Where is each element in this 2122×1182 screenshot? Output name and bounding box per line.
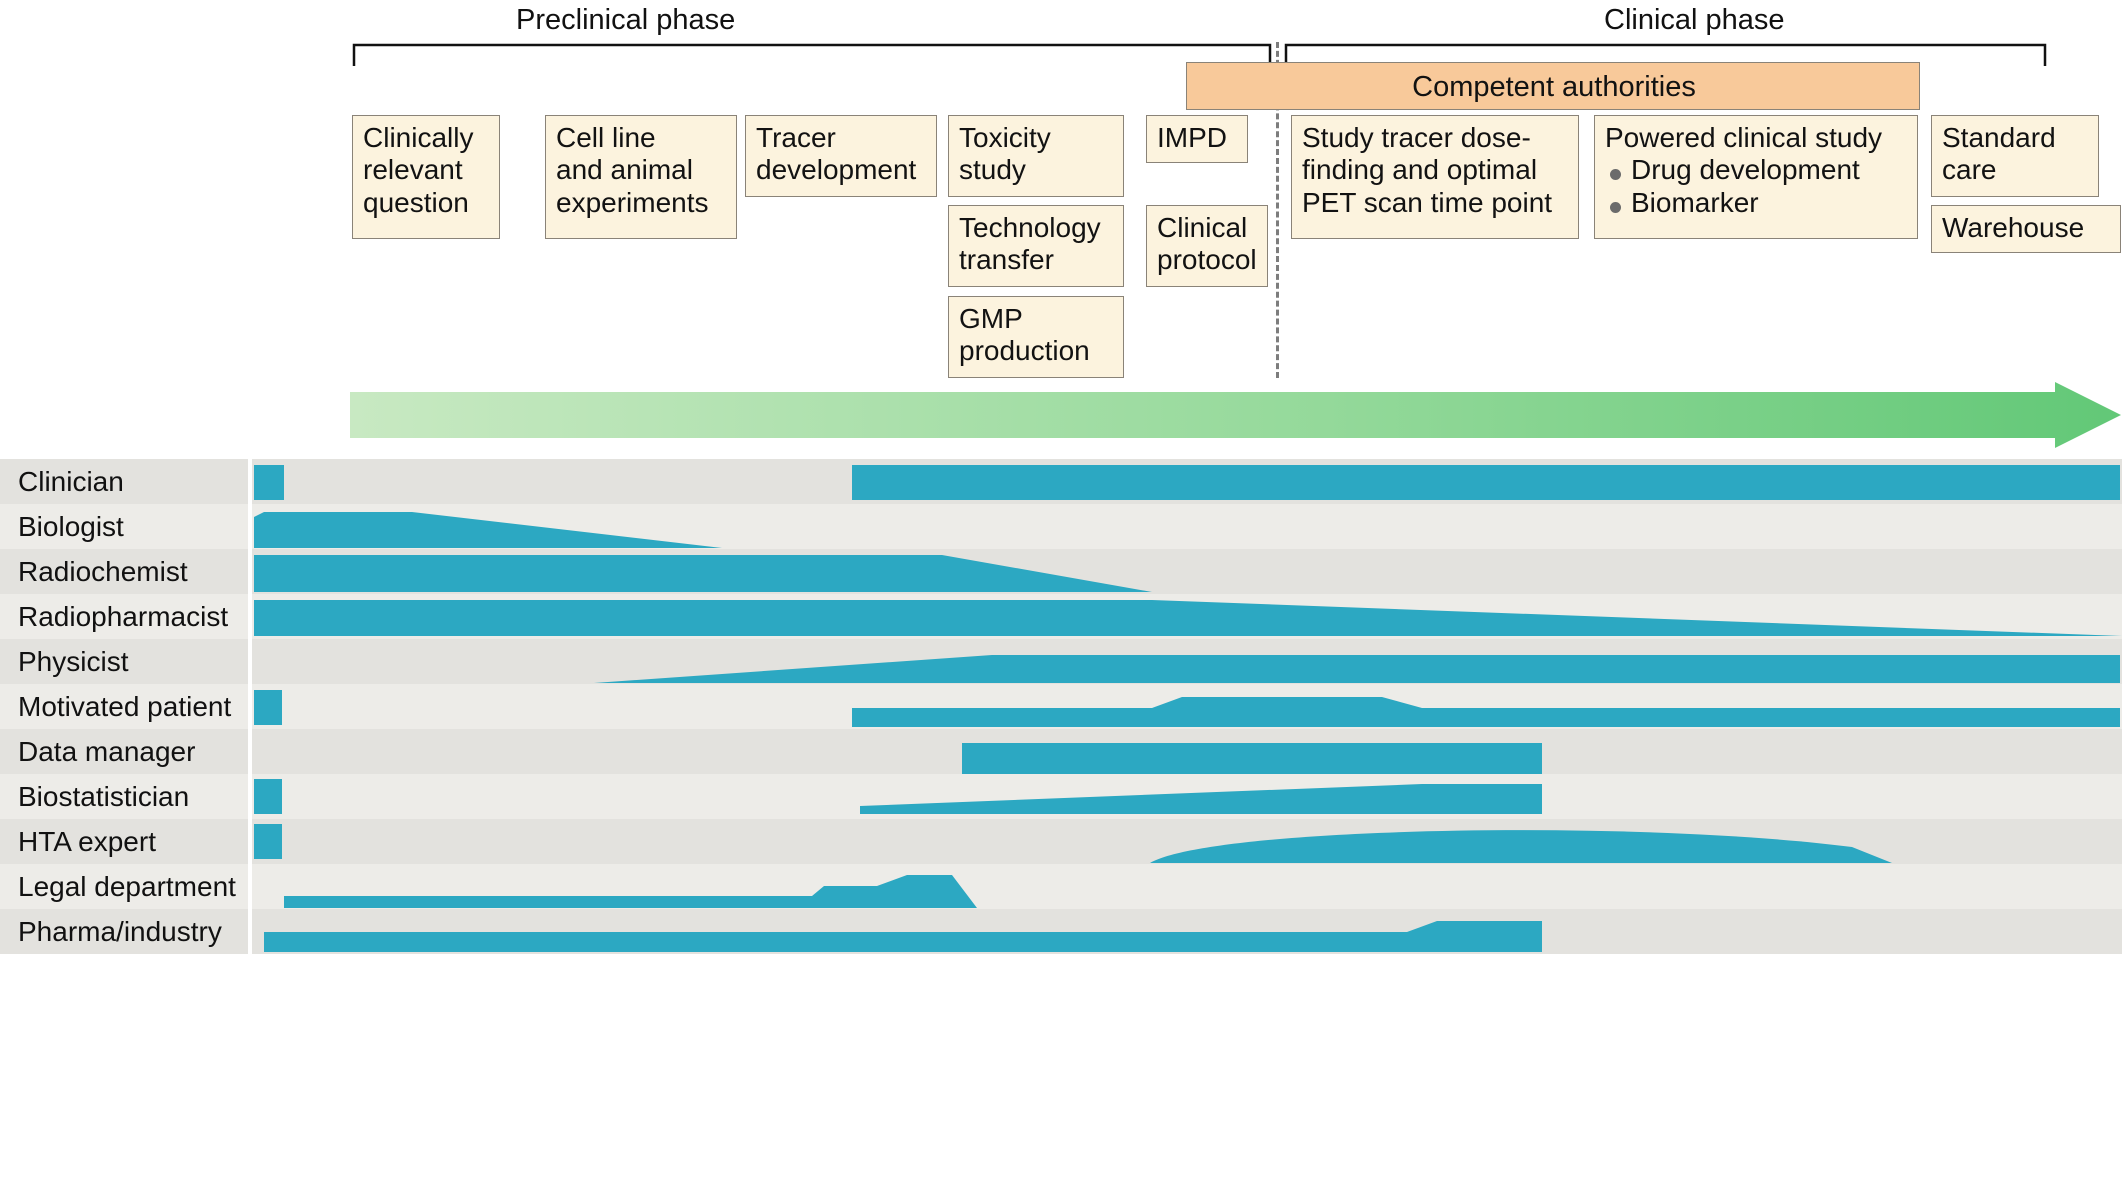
row-track-clinician — [250, 459, 2122, 504]
row-track-biologist — [250, 504, 2122, 549]
row-track-physicist — [250, 639, 2122, 684]
box-standard-care[interactable]: Standard care — [1931, 115, 2099, 197]
box-line: experiments — [556, 186, 709, 218]
box-tracer-development[interactable]: Tracer development — [745, 115, 937, 197]
row-bar-legal-department — [284, 875, 977, 908]
row-track-pharma-industry — [250, 909, 2122, 954]
box-line: study — [959, 154, 1026, 186]
box-line: Clinical — [1157, 212, 1248, 243]
box-line: and animal — [556, 154, 693, 186]
box-line: transfer — [959, 244, 1054, 276]
row-track-radiopharmacist — [250, 594, 2122, 639]
box-powered-clinical-study[interactable]: Powered clinical study Drug development … — [1594, 115, 1918, 239]
row-bar-pharma-industry — [264, 921, 1542, 952]
bullet-item: Drug development — [1605, 154, 1909, 186]
row-label-radiochemist: Radiochemist — [0, 549, 248, 594]
box-line: IMPD — [1157, 122, 1227, 153]
powered-study-bullets: Drug development Biomarker — [1605, 154, 1909, 219]
competent-authorities-bar: Competent authorities — [1186, 62, 1920, 110]
row-bar-physicist — [594, 655, 2120, 683]
box-line: PET scan time point — [1302, 186, 1553, 218]
box-technology-transfer[interactable]: Technology transfer — [948, 205, 1124, 287]
box-study-tracer-dose-finding[interactable]: Study tracer dose- finding and optimal P… — [1291, 115, 1579, 239]
box-clinically-relevant-question[interactable]: Clinically relevant question — [352, 115, 500, 239]
row-bar-biostatistician — [254, 779, 1542, 814]
box-line: relevant — [363, 154, 463, 186]
row-label-clinician: Clinician — [0, 459, 248, 504]
box-line: protocol — [1157, 244, 1257, 276]
box-gmp-production[interactable]: GMP production — [948, 296, 1124, 378]
box-warehouse[interactable]: Warehouse — [1931, 205, 2121, 253]
box-toxicity-study[interactable]: Toxicity study — [948, 115, 1124, 197]
box-line: GMP — [959, 303, 1023, 334]
box-line: Tracer — [756, 122, 836, 153]
phase-label-preclinical: Preclinical phase — [516, 4, 736, 36]
row-track-legal-department — [250, 864, 2122, 909]
box-line: finding and optimal — [1302, 154, 1538, 186]
phase-brackets — [352, 43, 2047, 66]
box-line: development — [756, 154, 917, 186]
competent-authorities-label: Competent authorities — [1412, 71, 1696, 103]
row-label-biostatistician: Biostatistician — [0, 774, 248, 819]
phase-label-clinical: Clinical phase — [1604, 4, 1785, 36]
row-label-hta-expert: HTA expert — [0, 819, 248, 864]
row-track-data-manager — [250, 729, 2122, 774]
row-track-hta-expert — [250, 819, 2122, 864]
box-line: question — [363, 186, 469, 218]
box-line: Clinically — [363, 122, 474, 153]
row-label-legal-department: Legal department — [0, 864, 248, 909]
row-track-radiochemist — [250, 549, 2122, 594]
box-line: Cell line — [556, 122, 656, 153]
row-bar-clinician — [254, 465, 2120, 500]
box-line: production — [959, 335, 1090, 367]
box-line: Standard — [1942, 122, 2056, 153]
box-cell-line-animal-experiments[interactable]: Cell line and animal experiments — [545, 115, 737, 239]
box-line: care — [1942, 154, 1997, 186]
row-bar-motivated-patient — [254, 690, 2120, 727]
bullet-item: Biomarker — [1605, 187, 1909, 219]
row-track-biostatistician — [250, 774, 2122, 819]
row-bar-radiochemist — [254, 555, 1152, 592]
row-bar-biologist — [254, 512, 722, 548]
phase-divider — [1276, 42, 1279, 378]
box-title: Powered clinical study — [1605, 122, 1883, 153]
row-bar-hta-expert — [254, 824, 1892, 863]
row-label-radiopharmacist: Radiopharmacist — [0, 594, 248, 639]
row-label-motivated-patient: Motivated patient — [0, 684, 248, 729]
box-line: Study tracer dose- — [1302, 122, 1531, 153]
row-label-physicist: Physicist — [0, 639, 248, 684]
box-line: Warehouse — [1942, 212, 2085, 243]
box-line: Toxicity — [959, 122, 1051, 153]
row-track-motivated-patient — [250, 684, 2122, 729]
box-clinical-protocol[interactable]: Clinical protocol — [1146, 205, 1268, 287]
row-label-biologist: Biologist — [0, 504, 248, 549]
box-line: Technology — [959, 212, 1101, 243]
row-bar-data-manager — [962, 743, 1542, 774]
row-label-pharma-industry: Pharma/industry — [0, 909, 248, 954]
box-impd[interactable]: IMPD — [1146, 115, 1248, 163]
row-bar-radiopharmacist — [254, 600, 2122, 636]
row-label-data-manager: Data manager — [0, 729, 248, 774]
progress-arrow — [350, 382, 2121, 448]
